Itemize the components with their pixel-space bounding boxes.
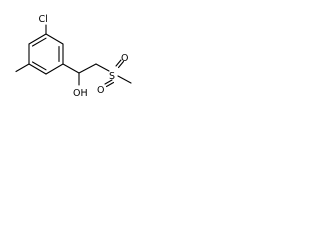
molecule-structure: Cl OH S O O [15,14,132,99]
ring-bond-6 [28,33,47,45]
oxygen-left-label: O [97,85,104,96]
methyl-bond [15,63,30,73]
sulfur-to-methyl-bond [117,75,132,84]
oxygen-right-label: O [121,53,128,64]
hydroxyl-label: OH [73,88,88,99]
benzene-ring [28,33,64,75]
sulfur-to-oxygen-left-bond-a [104,79,113,85]
ring-bond-4 [28,63,47,75]
methylene-to-sulfur-bond [95,63,110,72]
ring-inner-double-bond-3 [31,61,47,71]
sulfur-atom-label: S [109,71,115,82]
sulfur-to-oxygen-right-bond-b [117,60,125,69]
sulfur-to-oxygen-right-bond-a [115,59,122,67]
ring-bond-1 [45,33,64,45]
sulfur-to-oxygen-left-bond-b [105,81,115,88]
chlorine-atom-label: Cl [39,14,48,25]
ring-to-carbinol-bond [62,63,80,74]
ring-bond-3 [45,63,64,75]
ring-inner-double-bond-1 [31,37,47,47]
carbinol-to-methylene-bond [78,63,97,74]
